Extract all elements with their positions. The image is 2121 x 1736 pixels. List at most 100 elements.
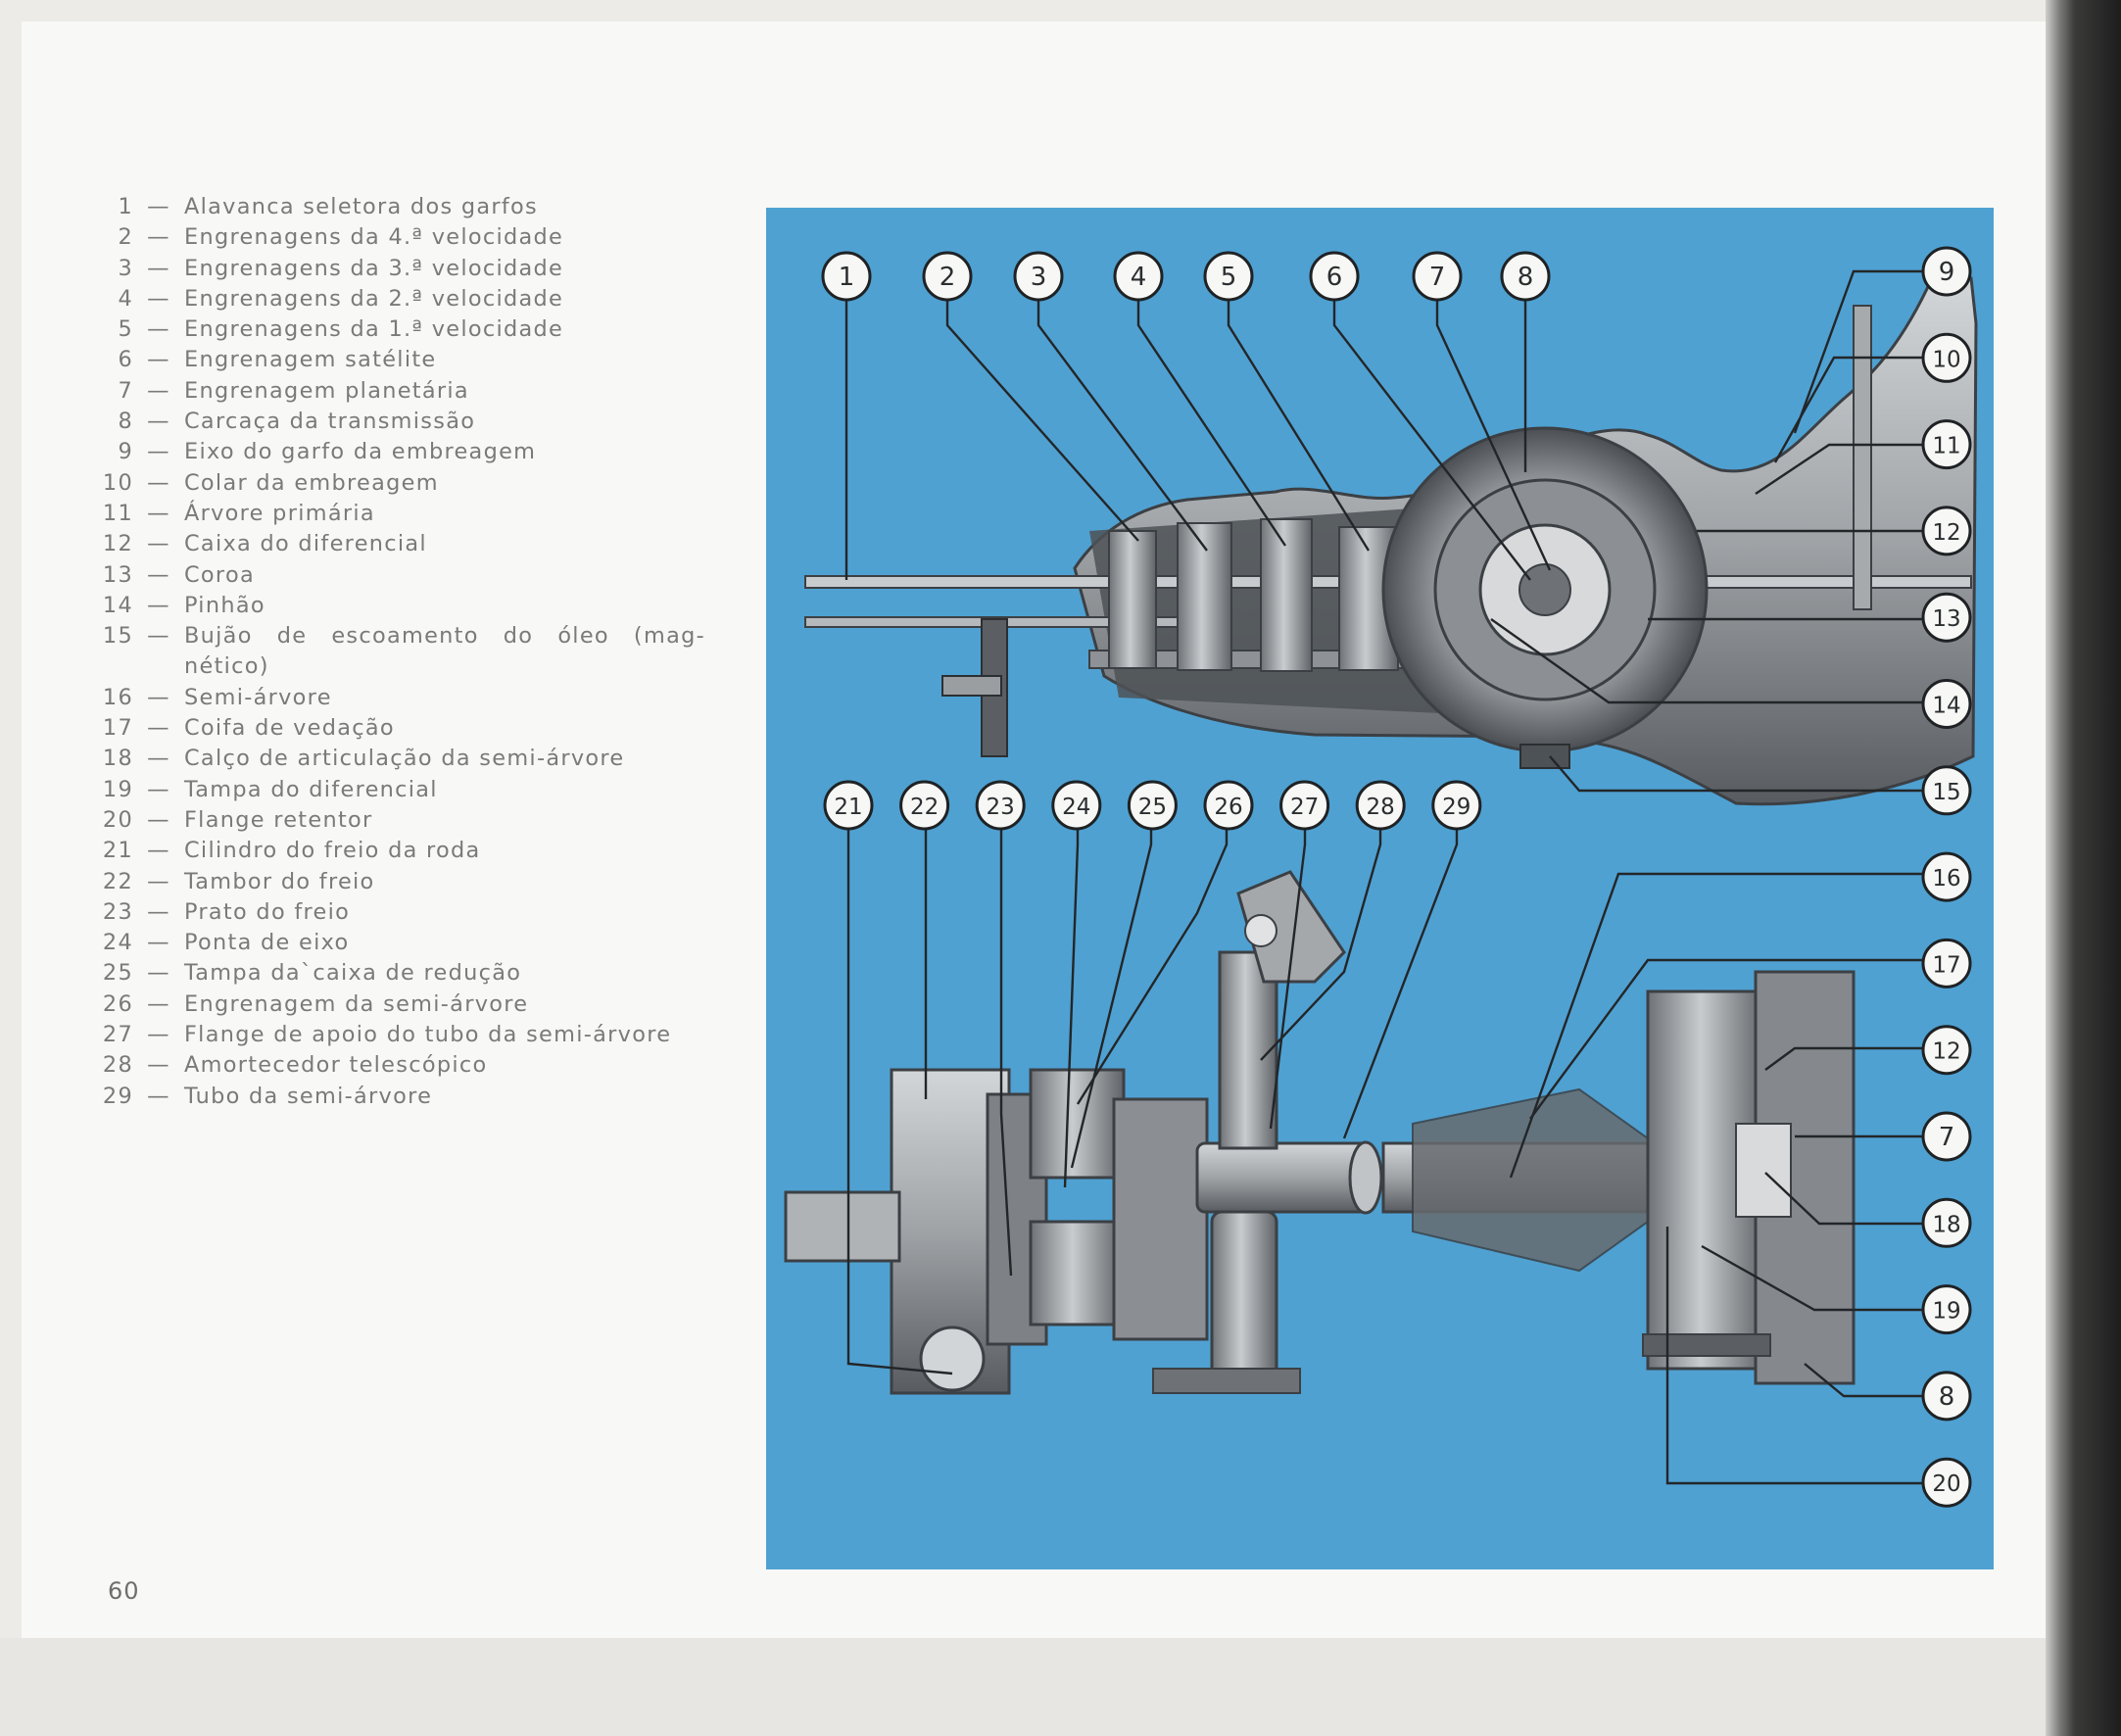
legend-number: 4 [118, 285, 133, 312]
legend-text: Engrenagens da 1.ª velocidade [184, 316, 564, 343]
callout-circle [1203, 251, 1254, 302]
callout-number: 28 [1367, 795, 1395, 820]
callout-7: 7 [1412, 251, 1463, 302]
legend-number: 12 [102, 531, 133, 557]
legend-number: 23 [102, 898, 133, 925]
reduction-box-cover [1112, 1097, 1209, 1341]
legend-dash: — [147, 1022, 170, 1048]
shock-mount-bolt [1244, 914, 1277, 947]
legend-text: Amortecedor telescópico [184, 1052, 488, 1079]
callout-circle [823, 780, 874, 831]
callout-circle [1921, 1284, 1972, 1335]
leader-line-6 [1332, 290, 1531, 581]
callout-21: 21 [823, 780, 874, 831]
articulation-shim [1735, 1123, 1792, 1218]
legend-number: 21 [102, 838, 133, 864]
legend-dash: — [147, 1052, 170, 1079]
callout-number: 7 [1939, 1123, 1955, 1152]
legend-dash: — [147, 377, 170, 404]
callout-number: 20 [1932, 1471, 1960, 1497]
legend-item: 10—Colar da embreagem [98, 468, 705, 499]
legend-text: Tampa da`caixa de redução [184, 960, 522, 987]
leader-line-5 [1227, 290, 1371, 552]
legend-item: 21—Cilindro do freio da roda [98, 836, 705, 866]
legend-text: Coroa [184, 561, 255, 588]
callout-6: 6 [1309, 251, 1360, 302]
legend-text: Engrenagens da 3.ª velocidade [184, 255, 564, 281]
callout-number: 12 [1932, 520, 1960, 546]
callout-circle [1412, 251, 1463, 302]
wheel-hub-flange [784, 1190, 901, 1263]
leader-line-23 [999, 807, 1013, 1277]
tube-end [1348, 1140, 1383, 1215]
clutch-fork-shaft [1853, 305, 1872, 610]
legend-text: Cilindro do freio da roda [184, 838, 481, 864]
shock-mount-bracket [1236, 870, 1346, 984]
legend-dash: — [147, 776, 170, 802]
callout-circle [1113, 251, 1164, 302]
callout-10: 10 [1921, 332, 1972, 383]
callout-circle [1013, 251, 1064, 302]
legend-text: Alavanca seletora dos garfos [184, 194, 539, 219]
leader-line-29 [1342, 807, 1459, 1139]
legend-number: 28 [102, 1052, 133, 1079]
legend-item: 3—Engrenagens da 3.ª velocidade [98, 254, 705, 284]
legend-number: 14 [102, 592, 133, 618]
callout-circle [821, 251, 872, 302]
legend-item-continuation: nético) [98, 651, 705, 682]
legend-text: Ponta de eixo [184, 930, 350, 956]
callout-number: 19 [1932, 1299, 1960, 1325]
callout-2: 2 [922, 251, 973, 302]
leader-line-15 [1549, 755, 1947, 793]
callout-16: 16 [1921, 851, 1972, 902]
legend-text: Carcaça da transmissão [184, 409, 476, 435]
callout-number: 22 [910, 795, 939, 820]
sealing-boot [1412, 1087, 1649, 1273]
legend-item: 13—Coroa [98, 560, 705, 591]
callout-number: 25 [1138, 795, 1167, 820]
legend-number: 20 [102, 806, 133, 833]
reduction-box-illustration [784, 870, 1383, 1395]
callout-circle [1921, 419, 1972, 470]
legend-number: 9 [118, 439, 133, 465]
callout-circle [1921, 1371, 1972, 1422]
satellite-gear [1518, 563, 1571, 616]
legend-dash: — [147, 285, 170, 312]
callout-circle [1921, 592, 1972, 643]
legend-item: 12—Caixa do diferencial [98, 529, 705, 559]
leader-line-9 [1793, 269, 1947, 434]
legend-text: Flange retentor [184, 806, 373, 833]
legend-dash: — [147, 194, 170, 219]
callout-circle [1921, 332, 1972, 383]
callout-circle [1431, 780, 1482, 831]
output-flange-hub [941, 675, 1002, 697]
legend-dash: — [147, 806, 170, 833]
legend-text: Coifa de vedação [184, 715, 395, 742]
callout-number: 5 [1221, 263, 1237, 292]
legend-text: Flange de apoio do tubo da semi-árvore [184, 1022, 672, 1048]
legend-dash: — [147, 868, 170, 894]
legend-item: 11—Árvore primária [98, 499, 705, 529]
leader-line-26 [1076, 807, 1229, 1105]
legend-text: Árvore primária [184, 500, 375, 526]
callout-20: 20 [1921, 1457, 1972, 1508]
callout-14: 14 [1921, 679, 1972, 729]
legend-number: 26 [102, 990, 133, 1017]
callout-circle [1921, 1457, 1972, 1508]
legend-text: Tampa do diferencial [184, 776, 438, 802]
legend-item: 29—Tubo da semi-árvore [98, 1082, 705, 1112]
legend-number: 1 [118, 194, 133, 219]
callout-circle [1355, 780, 1406, 831]
callout-number: 29 [1442, 795, 1470, 820]
legend-number: 13 [102, 561, 133, 588]
legend-item: 20 — Flange retentor [98, 805, 705, 836]
shock-absorber-lower [1210, 1210, 1278, 1380]
leader-line-19 [1701, 1244, 1947, 1312]
callout-circle [1921, 1197, 1972, 1248]
callout-circle [922, 251, 973, 302]
legend-number: 5 [118, 316, 133, 343]
callout-25: 25 [1127, 780, 1178, 831]
